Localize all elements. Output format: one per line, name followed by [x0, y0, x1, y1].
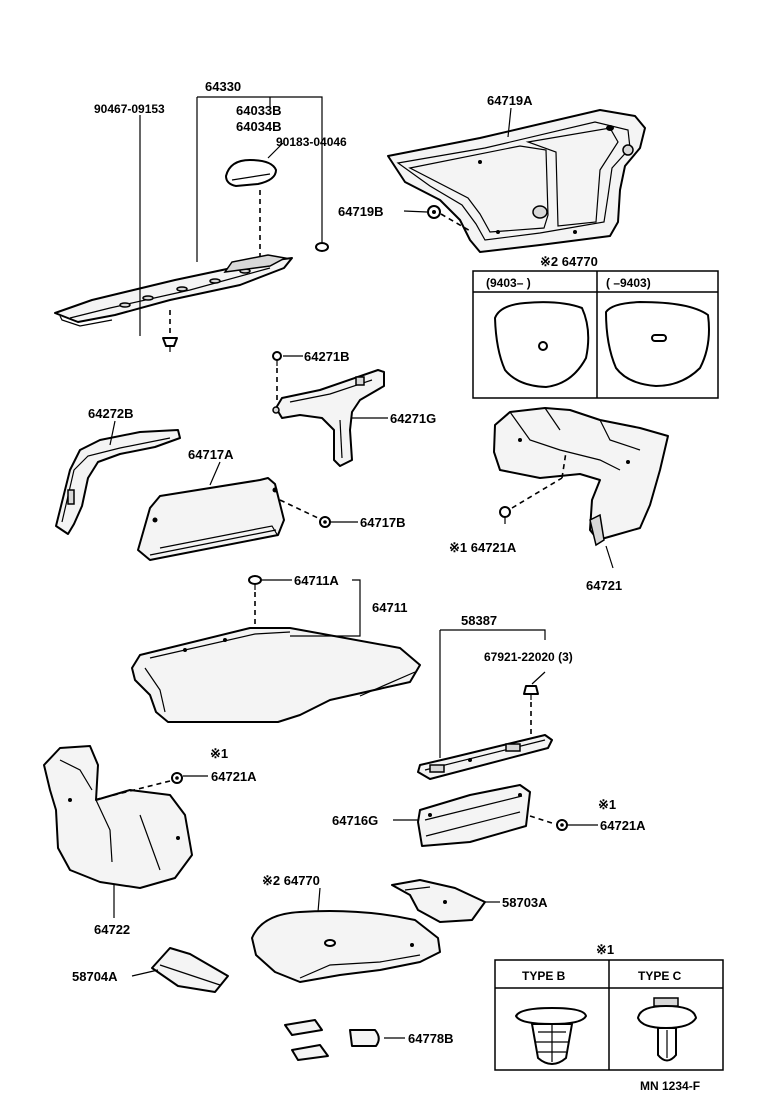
label-64034B: 64034B	[236, 119, 282, 134]
speaker-cover-64033B	[225, 159, 277, 187]
fastener-90467	[162, 337, 178, 352]
clip-64721A-mid	[171, 772, 183, 784]
trunk-panel-64717A	[137, 477, 285, 561]
quarter-trim-64272B	[55, 429, 181, 535]
label-64717A: 64717A	[188, 447, 234, 462]
fastener-64711A	[248, 575, 262, 590]
trunk-lid-trim-64719A	[387, 109, 646, 253]
pads-64778B	[284, 1019, 380, 1061]
label-64271B: 64271B	[304, 349, 350, 364]
label-64272B: 64272B	[88, 406, 134, 421]
screw-64271B	[272, 351, 282, 366]
label-64271G: 64271G	[390, 411, 436, 426]
sill-plate-58387	[417, 734, 553, 780]
legend-note: ※1	[596, 942, 614, 957]
legend-type-b: TYPE B	[522, 969, 566, 983]
clip-90183	[315, 242, 329, 252]
label-64721A-right: ※1 64721A	[449, 540, 517, 555]
label-64719A: 64719A	[487, 93, 533, 108]
pad-58704A	[151, 947, 229, 993]
label-90467-09153: 90467-09153	[94, 102, 165, 116]
note-1-lowright: ※1	[598, 797, 616, 812]
label-58703A: 58703A	[502, 895, 548, 910]
clip-type-c-drawing	[637, 997, 697, 1062]
side-trim-64721	[493, 407, 669, 547]
panel-64716G	[417, 784, 531, 847]
label-64711: 64711	[372, 600, 407, 615]
label-variant-right: ( –9403)	[606, 276, 651, 290]
side-trim-64722	[43, 745, 193, 889]
label-64721A-lowright: 64721A	[600, 818, 646, 833]
label-64770-bottom: ※2 64770	[262, 873, 320, 888]
label-58387: 58387	[461, 613, 497, 628]
label-variant-left: (9403– )	[486, 276, 531, 290]
label-64711A: 64711A	[294, 573, 339, 588]
label-64778B: 64778B	[408, 1031, 454, 1046]
label-67921-22020: 67921-22020 (3)	[484, 650, 573, 664]
clip-type-b-drawing	[515, 1007, 587, 1065]
spare-cover-64770	[251, 910, 441, 983]
label-64770-top: ※2 64770	[540, 254, 598, 269]
label-64721: 64721	[586, 578, 622, 593]
clip-64721A-right	[499, 506, 511, 524]
clip-64721A-lowright	[556, 819, 568, 831]
label-58704A: 58704A	[72, 969, 118, 984]
label-64717B: 64717B	[360, 515, 406, 530]
label-90183-04046: 90183-04046	[276, 135, 347, 149]
label-64721A-mid: 64721A	[211, 769, 257, 784]
legend-box	[494, 959, 724, 1071]
trunk-mat-64711	[131, 627, 421, 723]
clip-64719B	[427, 205, 441, 219]
label-64330: 64330	[205, 79, 241, 94]
label-64716G: 64716G	[332, 813, 378, 828]
label-64719B: 64719B	[338, 204, 384, 219]
label-64722: 64722	[94, 922, 130, 937]
quarter-trim-64271G	[272, 369, 385, 467]
variant-box-64770	[472, 270, 719, 399]
pad-58703A	[391, 879, 486, 923]
clip-67921	[523, 685, 539, 700]
clip-64717B	[319, 516, 331, 528]
package-tray-64330	[54, 254, 293, 327]
legend-type-c: TYPE C	[638, 969, 682, 983]
footer-code: MN 1234-F	[640, 1079, 700, 1093]
note-1-mid: ※1	[210, 746, 228, 761]
label-64033B: 64033B	[236, 103, 282, 118]
